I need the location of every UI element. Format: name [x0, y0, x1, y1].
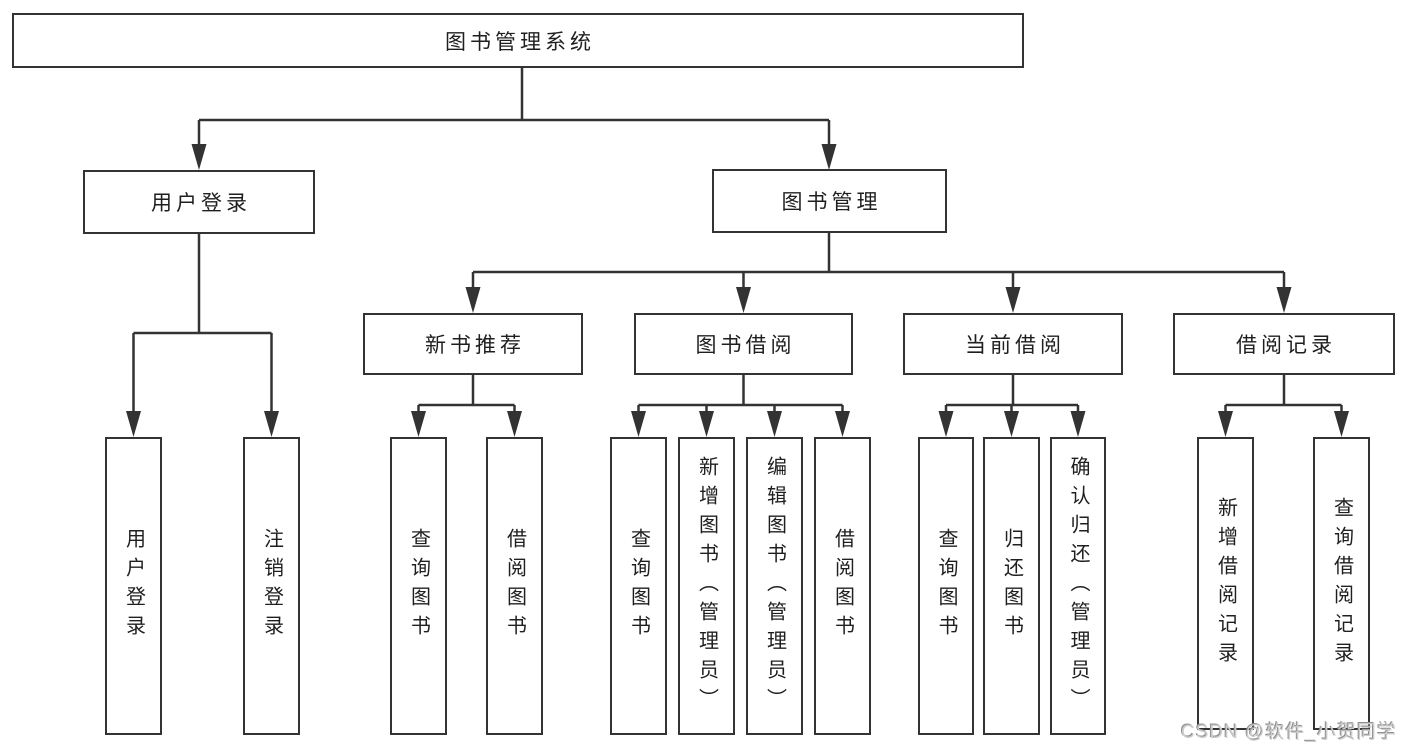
leaf-current-query-books-label: 查询图书 [935, 528, 957, 644]
leaf-logout: 注销登录 [243, 437, 300, 735]
leaf-current-query-books: 查询图书 [918, 437, 974, 735]
leaf-recommend-borrow-books: 借阅图书 [486, 437, 543, 735]
leaf-edit-books-admin: 编辑图书（管理员） [746, 437, 803, 735]
node-current-borrow: 当前借阅 [903, 313, 1123, 375]
leaf-add-borrow-record: 新增借阅记录 [1197, 437, 1254, 730]
leaf-add-borrow-record-label: 新增借阅记录 [1214, 496, 1237, 671]
leaf-edit-books-admin-label: 编辑图书（管理员） [763, 455, 786, 717]
leaf-add-books-admin-label: 新增图书（管理员） [695, 455, 718, 717]
node-book-borrow-label: 图书借阅 [695, 334, 796, 357]
node-borrow-records-label: 借阅记录 [1236, 334, 1336, 357]
leaf-user-login-label: 用户登录 [122, 528, 145, 644]
node-book-borrow: 图书借阅 [634, 313, 853, 375]
leaf-borrow-query-books-label: 查询图书 [627, 528, 650, 644]
leaf-recommend-query-books: 查询图书 [390, 437, 447, 735]
leaf-borrow-books-label: 借阅图书 [831, 528, 854, 644]
leaf-recommend-query-books-label: 查询图书 [407, 528, 430, 644]
leaf-confirm-return-admin-label: 确认归还（管理员） [1067, 455, 1089, 717]
leaf-confirm-return-admin: 确认归还（管理员） [1050, 437, 1106, 735]
leaf-logout-label: 注销登录 [260, 528, 283, 644]
node-book-management-label: 图书管理 [781, 191, 882, 214]
leaf-query-borrow-record: 查询借阅记录 [1313, 437, 1370, 730]
node-current-borrow-label: 当前借阅 [965, 334, 1065, 357]
node-book-management: 图书管理 [712, 169, 947, 233]
leaf-query-borrow-record-label: 查询借阅记录 [1330, 496, 1353, 671]
watermark: CSDN @软件_小贺同学 [1181, 722, 1397, 743]
node-user-login-label: 用户登录 [151, 192, 251, 215]
node-borrow-records: 借阅记录 [1173, 313, 1395, 375]
leaf-borrow-query-books: 查询图书 [610, 437, 667, 735]
leaf-return-books-label: 归还图书 [1000, 528, 1023, 644]
leaf-recommend-borrow-books-label: 借阅图书 [503, 528, 526, 644]
leaf-borrow-books: 借阅图书 [814, 437, 871, 735]
node-root: 图书管理系统 [12, 13, 1024, 68]
node-new-book-recommend-label: 新书推荐 [425, 334, 525, 357]
node-root-label: 图书管理系统 [445, 30, 595, 54]
node-new-book-recommend: 新书推荐 [363, 313, 583, 375]
node-user-login: 用户登录 [83, 170, 315, 234]
leaf-return-books: 归还图书 [983, 437, 1040, 735]
leaf-user-login: 用户登录 [105, 437, 162, 735]
leaf-add-books-admin: 新增图书（管理员） [678, 437, 735, 735]
